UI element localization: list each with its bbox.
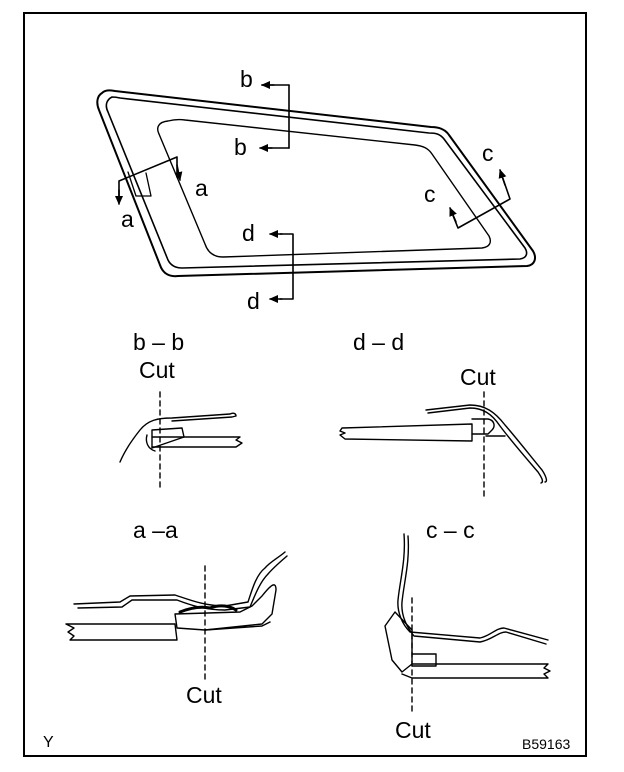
section-bb-cut-label: Cut [139, 357, 175, 383]
corner-mark-y: Y [43, 734, 54, 751]
section-dd-cut-label: Cut [460, 364, 496, 390]
section-bb-title: b – b [133, 329, 185, 355]
main-label-b-top: b [240, 66, 253, 92]
section-markers [115, 81, 511, 303]
section-cc-drawing [384, 533, 551, 713]
main-label-d-bottom: d [247, 288, 260, 314]
section-cc-cut-label: Cut [395, 717, 431, 743]
main-label-a-left: a [121, 206, 134, 232]
figure-id-label: B59163 [522, 736, 571, 752]
section-aa-cut-label: Cut [186, 682, 222, 708]
section-dd-title: d – d [353, 329, 405, 355]
main-label-b-bottom: b [234, 134, 247, 160]
section-bb-drawing [119, 391, 243, 491]
main-label-a-right: a [195, 175, 208, 201]
quarter-window-outline [96, 89, 536, 278]
section-aa-drawing [65, 551, 288, 681]
section-dd-drawing [339, 391, 548, 501]
figure-frame [23, 12, 587, 757]
main-label-c-left: c [424, 181, 436, 207]
section-cc-title: c – c [426, 517, 475, 543]
main-label-c-top: c [482, 140, 494, 166]
main-label-d-top: d [242, 220, 255, 246]
section-aa-title: a –a [133, 517, 178, 543]
